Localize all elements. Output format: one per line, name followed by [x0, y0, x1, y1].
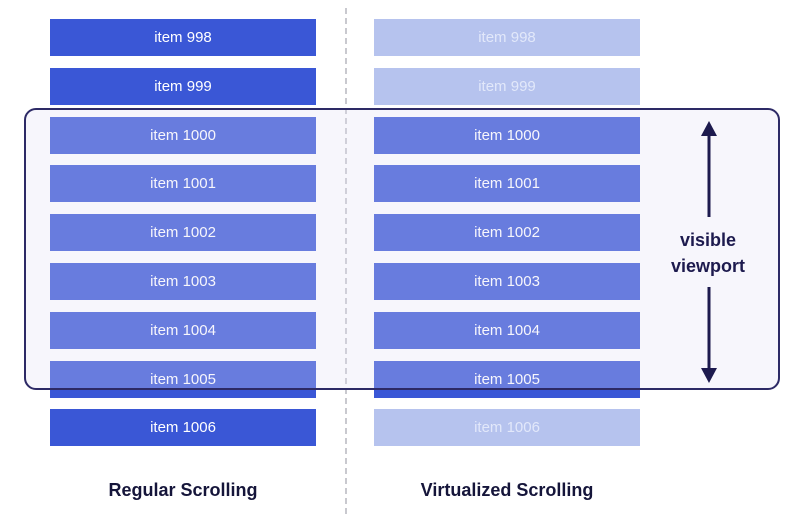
- regular-list-item: item 1004: [50, 311, 316, 349]
- regular-scrolling-list: item 998 item 999 item 1000 item 1001 item 1…: [50, 19, 316, 458]
- visible-viewport-label-line1: visible: [679, 230, 737, 250]
- virtualized-list-item: item 1001: [374, 165, 640, 203]
- regular-list-item: item 999: [50, 67, 316, 105]
- virtualized-list-item: item 1003: [374, 262, 640, 300]
- virtualized-list-item: item 998: [374, 19, 640, 56]
- arrow-down-head: [701, 368, 717, 383]
- regular-list-item: item 1006: [50, 409, 316, 447]
- virtualized-scrolling-caption: Virtualized Scrolling: [420, 480, 594, 500]
- regular-scrolling-caption: Regular Scrolling: [108, 480, 258, 500]
- regular-list-item: item 1000: [50, 116, 316, 154]
- virtualized-list-item: item 999: [374, 67, 640, 105]
- regular-list-item: item 1005: [50, 360, 316, 398]
- arrow-up-head: [701, 121, 717, 136]
- virtualized-list-item: item 1000: [374, 116, 640, 154]
- regular-list-item: item 998: [50, 19, 316, 56]
- virtualized-list-item: item 1005: [374, 360, 640, 398]
- regular-list-item: item 1001: [50, 165, 316, 203]
- visible-viewport-label-line2: viewport: [670, 256, 745, 276]
- column-divider: [345, 8, 347, 514]
- virtualized-scrolling-list: item 998 item 999 item 1000 item 1001 item 1…: [374, 19, 640, 458]
- virtualized-list-item: item 1006: [374, 409, 640, 447]
- regular-list-item: item 1003: [50, 262, 316, 300]
- visible-viewport-frame: [24, 108, 780, 390]
- virtualized-list-item: item 1004: [374, 311, 640, 349]
- double-arrow-icon: [701, 121, 717, 383]
- visible-viewport-label: visible viewport: [652, 227, 764, 279]
- regular-list-item: item 1002: [50, 214, 316, 252]
- virtualized-list-item: item 1002: [374, 214, 640, 252]
